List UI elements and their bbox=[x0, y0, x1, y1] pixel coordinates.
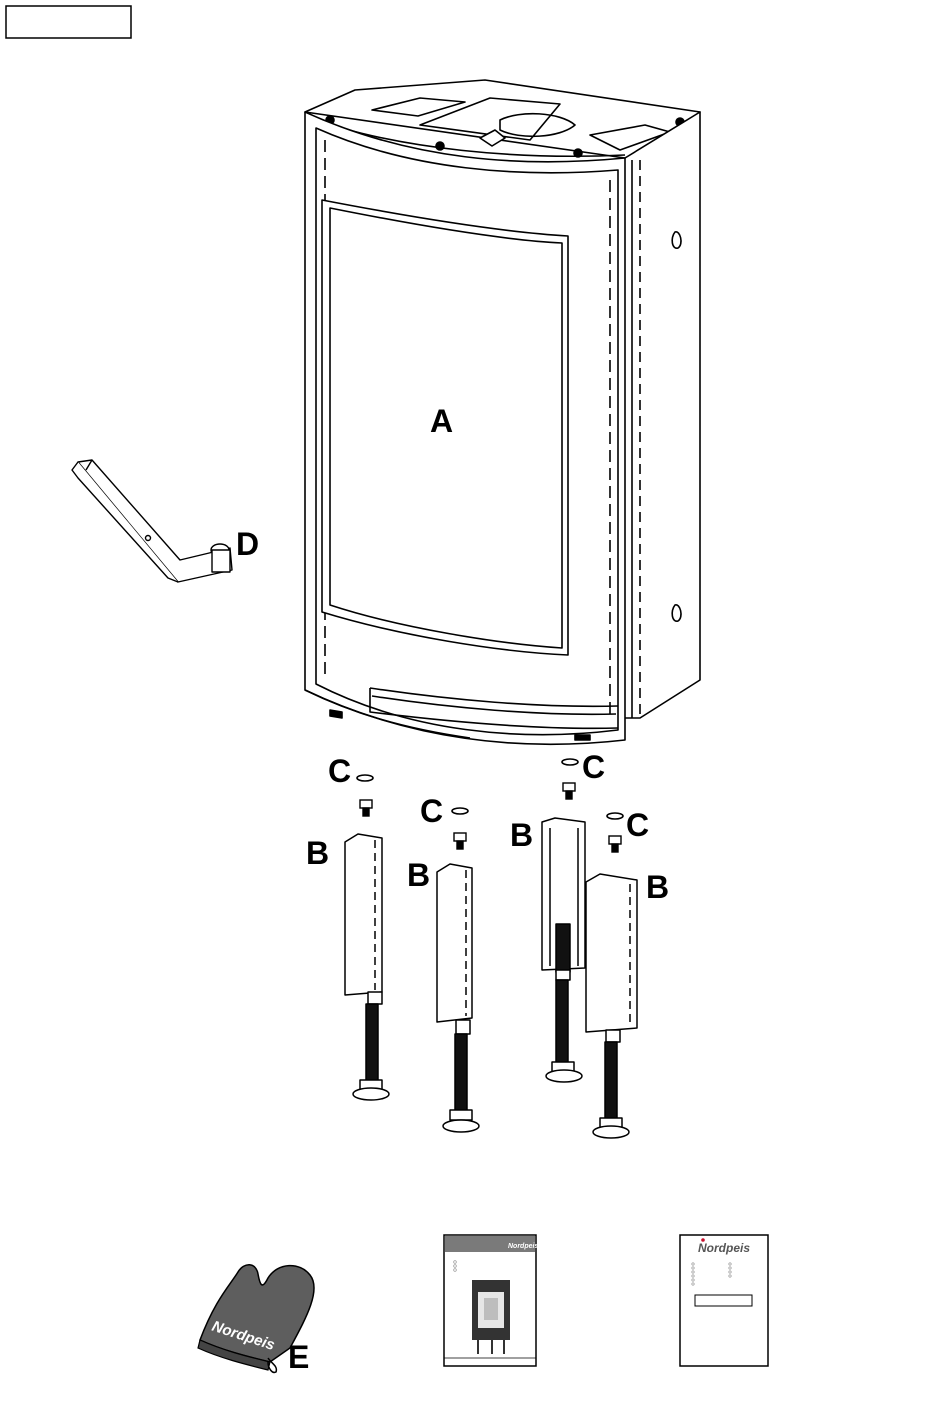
label-e: E bbox=[288, 1339, 309, 1375]
adjustable-leg-icon bbox=[586, 874, 637, 1138]
card-brand-text: Nordpeis bbox=[698, 1241, 750, 1255]
label-b-4: B bbox=[646, 869, 669, 905]
manual-brand-text: Nordpeis bbox=[508, 1243, 538, 1250]
label-b-2: B bbox=[407, 857, 430, 893]
label-c-1: C bbox=[328, 753, 351, 789]
adjustable-leg-icon bbox=[542, 818, 585, 1082]
label-c-4: C bbox=[626, 807, 649, 843]
label-d: D bbox=[236, 526, 259, 562]
label-c-3: C bbox=[582, 749, 605, 785]
adjustable-leg-icon bbox=[345, 834, 389, 1100]
adjustable-leg-icon bbox=[437, 864, 479, 1132]
brand-accent-dot bbox=[701, 1238, 705, 1242]
stove-body-icon bbox=[305, 80, 700, 744]
label-c-2: C bbox=[420, 793, 443, 829]
manual-booklet-icon: Nordpeis bbox=[444, 1235, 538, 1366]
warranty-card-icon: Nordpeis bbox=[680, 1235, 768, 1366]
label-b-1: B bbox=[306, 835, 329, 871]
handle-tool-icon bbox=[72, 460, 232, 582]
label-a: A bbox=[430, 403, 453, 439]
header-box bbox=[6, 6, 131, 38]
label-b-3: B bbox=[510, 817, 533, 853]
